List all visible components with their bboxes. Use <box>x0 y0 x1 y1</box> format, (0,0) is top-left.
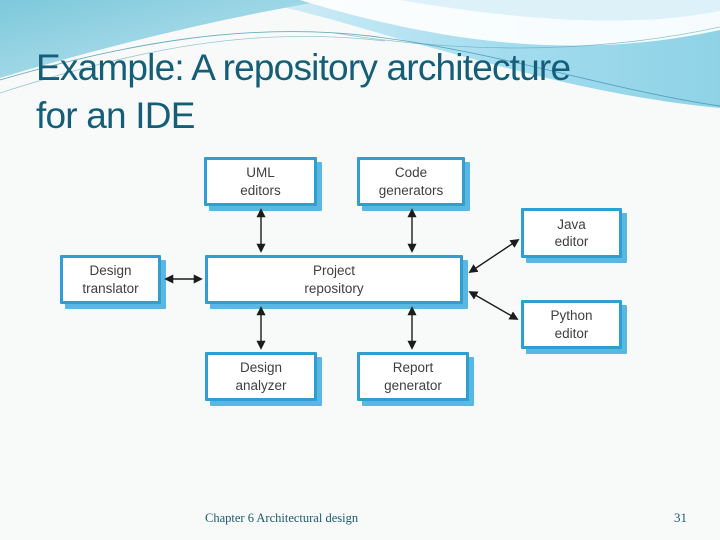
header-wave-decoration <box>0 0 720 108</box>
node-label: repository <box>304 280 364 296</box>
node-report-generator: Report generator <box>357 352 469 401</box>
node-label: UML <box>246 165 275 181</box>
page-number: 31 <box>674 510 687 525</box>
wave-left-wedge <box>0 0 330 78</box>
footer-chapter-label: Chapter 6 Architectural design <box>205 511 359 525</box>
arrow-repository-java <box>468 238 520 274</box>
node-design-translator: Design translator <box>60 255 161 304</box>
node-label: editors <box>240 182 281 198</box>
node-label: Design <box>239 360 283 376</box>
wave-hairline-1 <box>0 31 720 107</box>
node-uml-editors: UML editors <box>204 157 317 206</box>
title-line-1: Example: A repository architecture <box>36 47 571 88</box>
node-label: editor <box>554 325 589 341</box>
node-label: Code <box>394 165 428 181</box>
wave-light-sliver <box>400 0 720 21</box>
node-label: generators <box>378 182 444 198</box>
node-label: Report <box>392 360 434 376</box>
node-label: translator <box>82 280 139 296</box>
node-label: Project <box>312 263 356 279</box>
node-label: Java <box>557 216 586 232</box>
title-line-2: for an IDE <box>36 95 195 136</box>
wave-hairline-3 <box>334 26 720 49</box>
slide-title: Example: A repository architecture for a… <box>36 44 696 140</box>
node-label: generator <box>384 377 442 393</box>
node-design-analyzer: Design analyzer <box>205 352 317 401</box>
node-code-generators: Code generators <box>357 157 465 206</box>
arrow-repository-python <box>468 291 519 320</box>
node-project-repository: Project repository <box>205 255 463 304</box>
node-label: Python <box>550 308 593 324</box>
node-label: Design <box>89 263 132 279</box>
wave-hairline-2 <box>0 35 386 94</box>
node-label: editor <box>554 234 589 249</box>
node-python-editor: Python editor <box>521 300 622 349</box>
node-java-editor: Java editor <box>521 208 622 258</box>
node-label: analyzer <box>235 377 287 393</box>
